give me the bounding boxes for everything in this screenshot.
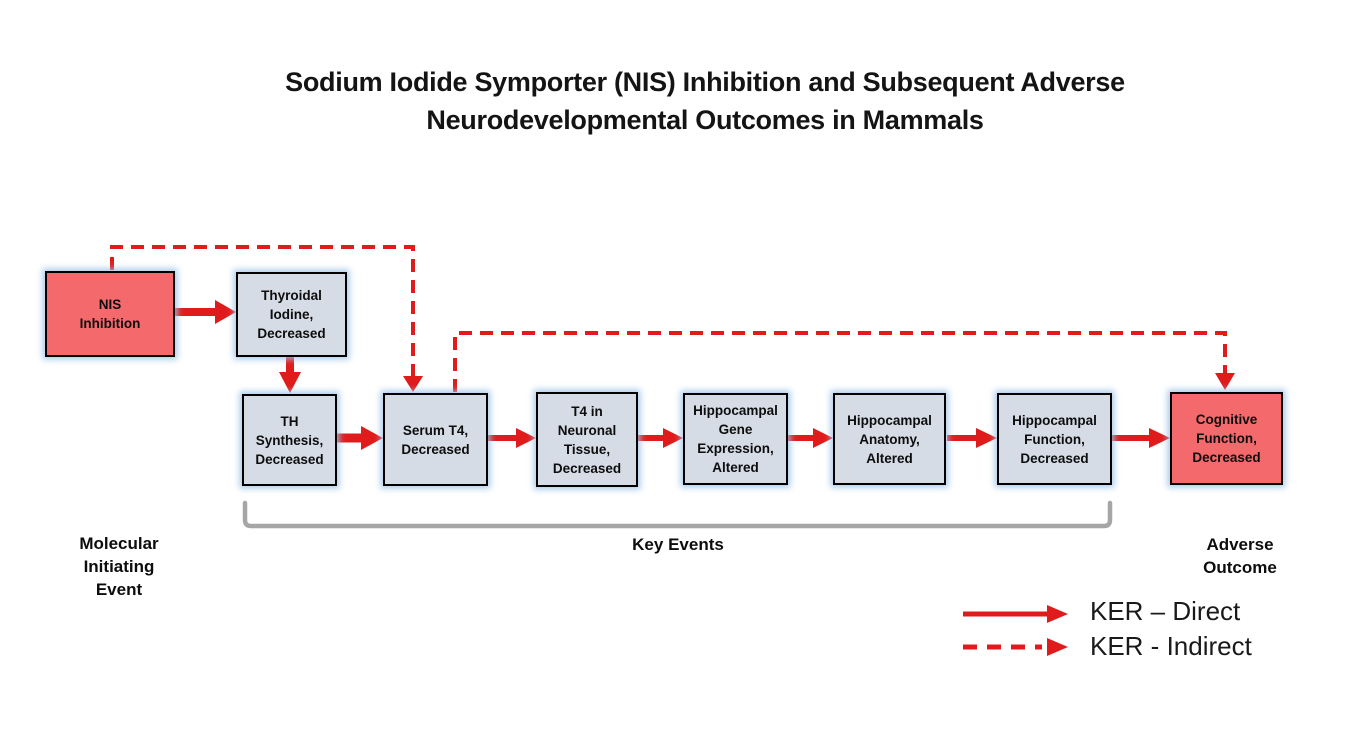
arrow-thyroidal-iodine-to-th-synthesis (279, 357, 301, 393)
dashed-arrow-serum-t4-to-cognitive-function-head-icon (1215, 373, 1235, 390)
box-cognitive-function-label: Cognitive Function, Decreased (1192, 412, 1261, 465)
arrow-hippocampal-function-to-cognitive-function (1112, 428, 1170, 448)
dashed-arrow-nis-to-serum-t4 (110, 245, 423, 392)
arrow-t4-neuronal-tissue-to-hippocampal-gene-expression (638, 428, 683, 448)
box-hippocampal-anatomy-label: Hippocampal Anatomy, Altered (847, 412, 932, 466)
dashed-arrow-serum-t4-to-cognitive-function-line (453, 331, 1227, 392)
adverse-outcome-label: Adverse Outcome (1203, 535, 1277, 577)
box-hippocampal-gene-expression: Hippocampal Gene Expression, Altered (683, 393, 788, 485)
legend-indirect-arrow-icon (963, 638, 1068, 656)
box-t4-neuronal-tissue-label: T4 in Neuronal Tissue, Decreased (552, 403, 622, 476)
box-serum-t4: Serum T4, Decreased (383, 393, 488, 486)
box-hippocampal-function-label: Hippocampal Function, Decreased (1012, 412, 1097, 466)
key-events-label: Key Events (632, 535, 724, 554)
box-serum-t4-label: Serum T4, Decreased (401, 422, 470, 457)
arrow-nis-to-thyroidal-iodine (175, 300, 236, 324)
arrow-th-synthesis-to-serum-t4 (337, 426, 383, 450)
box-nis-inhibition: NIS Inhibition (45, 271, 175, 357)
molecular-initiating-event-label: Molecular Initiating Event (79, 534, 159, 599)
arrow-hippocampal-anatomy-to-hippocampal-function (947, 428, 997, 448)
key-events-bracket-icon (242, 500, 1113, 529)
dashed-arrow-serum-t4-to-cognitive-function (453, 331, 1235, 392)
arrow-serum-t4-to-t4-neuronal-tissue (488, 428, 536, 448)
box-th-synthesis-label: TH Synthesis, Decreased (255, 413, 324, 467)
legend-direct-label: KER – Direct (1090, 596, 1241, 626)
box-hippocampal-anatomy: Hippocampal Anatomy, Altered (833, 393, 946, 485)
box-th-synthesis: TH Synthesis, Decreased (242, 394, 337, 486)
box-t4-neuronal-tissue: T4 in Neuronal Tissue, Decreased (536, 392, 638, 487)
box-hippocampal-function: Hippocampal Function, Decreased (997, 393, 1112, 485)
box-hippocampal-gene-expression-label: Hippocampal Gene Expression, Altered (693, 403, 778, 475)
page-title: Sodium Iodide Symporter (NIS) Inhibition… (285, 67, 1125, 135)
box-thyroidal-iodine-label: Thyroidal Iodine, Decreased (257, 288, 326, 341)
arrow-hippocampal-gene-expression-to-hippocampal-anatomy (788, 428, 833, 448)
box-nis-inhibition-label: NIS Inhibition (79, 297, 141, 331)
legend-direct-arrow-icon (963, 605, 1068, 623)
box-thyroidal-iodine: Thyroidal Iodine, Decreased (236, 272, 347, 357)
box-cognitive-function: Cognitive Function, Decreased (1170, 392, 1283, 485)
legend-indirect-label: KER - Indirect (1090, 631, 1252, 661)
dashed-arrow-nis-to-serum-t4-head-icon (403, 376, 423, 392)
dashed-arrow-nis-to-serum-t4-line (110, 245, 415, 377)
